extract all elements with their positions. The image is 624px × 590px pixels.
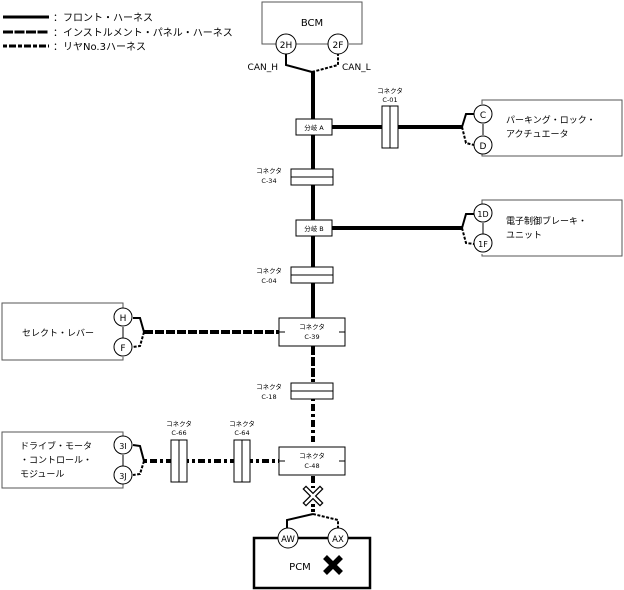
wire-drive-3i [132, 444, 145, 462]
brake-label-line2: ユニット [506, 231, 542, 241]
connector-c18-title: コネクタ [256, 382, 282, 391]
bcm-label: BCM [301, 18, 323, 29]
wire-can-l-bcm [311, 54, 339, 73]
brake-pin-1f [473, 233, 493, 253]
connector-c39-title: コネクタ [299, 322, 325, 331]
pcm-pin-ax-label: AX [332, 535, 344, 545]
drive-pin-3j-label: 3J [119, 472, 126, 481]
connector-c34-title: コネクタ [256, 166, 282, 175]
connector-c39[interactable]: コネクタ C-39 [278, 317, 346, 347]
drive-label-line1: ドライブ・モータ [20, 440, 92, 452]
wire-select-h [133, 317, 145, 333]
connector-c48-title: コネクタ [299, 451, 325, 460]
parking-lock-actuator[interactable]: C D パーキング・ロック・ アクチュエータ [473, 99, 623, 157]
drive-pin-3i-label: 3I [119, 442, 126, 451]
drive-label-line3: モジュール [20, 470, 64, 480]
select-lever[interactable]: H F セレクト・レバー [1, 302, 133, 361]
connector-c04-title: コネクタ [256, 266, 282, 275]
connector-c34-code: C-34 [261, 177, 276, 185]
pcm-pin-aw-label: AW [281, 535, 295, 545]
brake-label-line1: 電子制御ブレーキ・ [506, 215, 587, 227]
select-pin-f-label: F [120, 344, 125, 354]
connector-c01-title: コネクタ [377, 86, 403, 95]
drive-label-line2: ・コントロール・ [20, 456, 92, 466]
splice-a-label: 分岐 A [304, 123, 324, 132]
connector-c66-code: C-66 [171, 429, 186, 437]
can-h-label: CAN_H [248, 63, 278, 73]
wire-parking-d [461, 126, 475, 146]
legend-label-rear: ：リヤNo.3ハーネス [53, 41, 146, 53]
connector-c39-code: C-39 [304, 333, 319, 341]
wire-drive-3j [132, 460, 145, 476]
connector-c34[interactable]: コネクタ C-34 [256, 166, 334, 186]
legend: ：フロント・ハーネス ：インストルメント・パネル・ハーネス ：リヤNo.3ハーネ… [3, 12, 233, 53]
connector-c48-code: C-48 [304, 462, 319, 470]
parking-pin-d [473, 135, 493, 155]
parking-pin-c [473, 104, 493, 124]
open-circuit-marker-icon [302, 485, 324, 507]
brake-pin-1d-label: 1D [477, 210, 488, 219]
select-pin-h [113, 307, 133, 327]
drive-pin-3i [113, 435, 133, 455]
connector-c18[interactable]: コネクタ C-18 [256, 382, 334, 401]
electronic-brake-unit[interactable]: 1D 1F 電子制御ブレーキ・ ユニット [473, 199, 623, 257]
wire-pcm-ax [312, 513, 339, 528]
wire-parking-c [461, 113, 474, 128]
connector-c01[interactable]: コネクタ C-01 [377, 86, 403, 149]
bcm-module[interactable]: BCM 2H 2F CAN_H CAN_L [248, 1, 371, 73]
bcm-pin-2h-label: 2H [280, 41, 293, 51]
brake-pin-1d [473, 203, 493, 223]
connector-c64[interactable]: コネクタ C-64 [229, 419, 255, 483]
parking-pin-c-label: C [480, 111, 486, 121]
wire-pcm-aw [286, 513, 314, 528]
pcm-fault-icon [323, 555, 343, 575]
legend-label-instrument: ：インストルメント・パネル・ハーネス [53, 27, 233, 39]
connector-c18-code: C-18 [261, 393, 276, 401]
select-lever-label: セレクト・レバー [22, 328, 94, 339]
connector-c64-title: コネクタ [229, 419, 255, 428]
parking-pin-d-label: D [480, 142, 487, 152]
splice-a: 分岐 A [295, 118, 333, 136]
connector-c04-code: C-04 [261, 277, 276, 285]
parking-label-line1: パーキング・ロック・ [506, 114, 596, 126]
select-pin-f [113, 337, 133, 357]
wire-brake-1f [461, 227, 475, 245]
pcm-label: PCM [289, 562, 311, 573]
wire-can-h-bcm [285, 54, 313, 73]
connector-c66-title: コネクタ [166, 419, 192, 428]
connector-c48[interactable]: コネクタ C-48 [278, 446, 346, 476]
connector-c64-code: C-64 [234, 429, 249, 437]
pcm-pin-aw [277, 527, 299, 549]
connector-c66[interactable]: コネクタ C-66 [166, 419, 192, 483]
splice-b-label: 分岐 B [304, 224, 324, 233]
select-pin-h-label: H [120, 314, 127, 324]
pcm-module[interactable]: AW AX PCM [252, 527, 372, 590]
splice-b: 分岐 B [295, 219, 333, 237]
wire-brake-1d [461, 213, 474, 229]
brake-pin-1f-label: 1F [478, 240, 488, 249]
drive-pin-3j [113, 465, 133, 485]
wire-select-f [132, 331, 145, 348]
bcm-pin-2f-label: 2F [333, 41, 344, 51]
pcm-pin-ax [327, 527, 349, 549]
can-l-label: CAN_L [342, 63, 371, 73]
connector-c01-code: C-01 [382, 96, 397, 104]
connector-c04[interactable]: コネクタ C-04 [256, 266, 334, 285]
parking-label-line2: アクチュエータ [506, 129, 569, 140]
legend-label-front: ：フロント・ハーネス [53, 12, 153, 24]
drive-motor-control-module[interactable]: 3I 3J ドライブ・モータ ・コントロール・ モジュール [1, 431, 133, 489]
